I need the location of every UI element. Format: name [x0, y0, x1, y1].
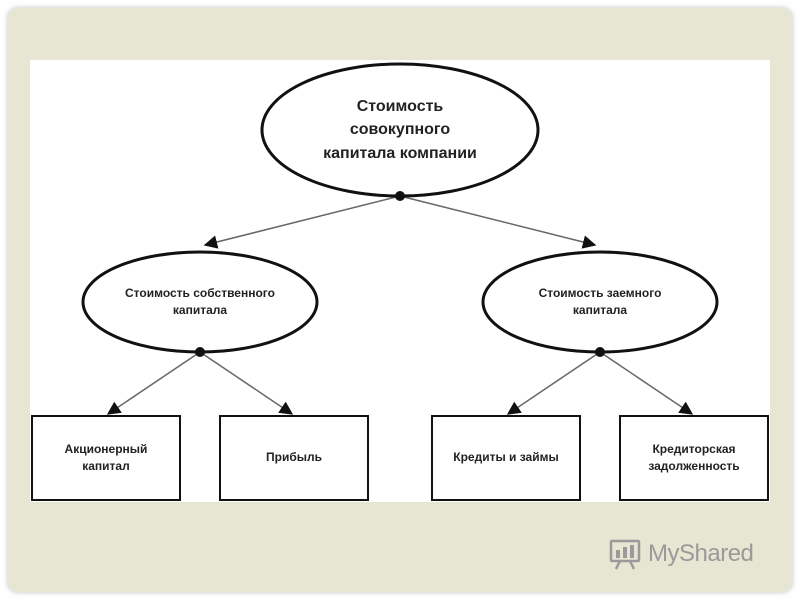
connector-right-leaf4: [599, 351, 694, 415]
root-node-label: Стоимость совокупного капитала компании: [323, 98, 477, 162]
right-node-label: Стоимость заемного капитала: [538, 285, 662, 317]
connector-right-leaf3: [506, 351, 601, 415]
leaf-box-1: [31, 415, 181, 501]
leaf-label-1: Акционерный капитал: [64, 441, 148, 473]
connector-root-right: [399, 195, 597, 249]
left-junction-dot: [195, 347, 205, 357]
presentation-board-icon: [609, 539, 641, 570]
leaf-box-3: [431, 415, 581, 501]
leaf-label-4: Кредиторская задолженность: [648, 441, 740, 473]
watermark: MyShared: [608, 536, 754, 572]
watermark-text: MyShared: [648, 540, 754, 567]
root-junction-dot: [395, 191, 405, 201]
leaf-box-2: [219, 415, 369, 501]
connector-left-leaf1: [106, 351, 201, 415]
leaf-label-2: Прибыль: [266, 450, 322, 465]
connector-root-left: [203, 195, 401, 249]
left-node-label: Стоимость собственного капитала: [125, 285, 275, 317]
connector-left-leaf2: [199, 351, 294, 415]
leaf-label-3: Кредиты и займы: [453, 450, 559, 465]
right-junction-dot: [595, 347, 605, 357]
leaf-box-4: [619, 415, 769, 501]
